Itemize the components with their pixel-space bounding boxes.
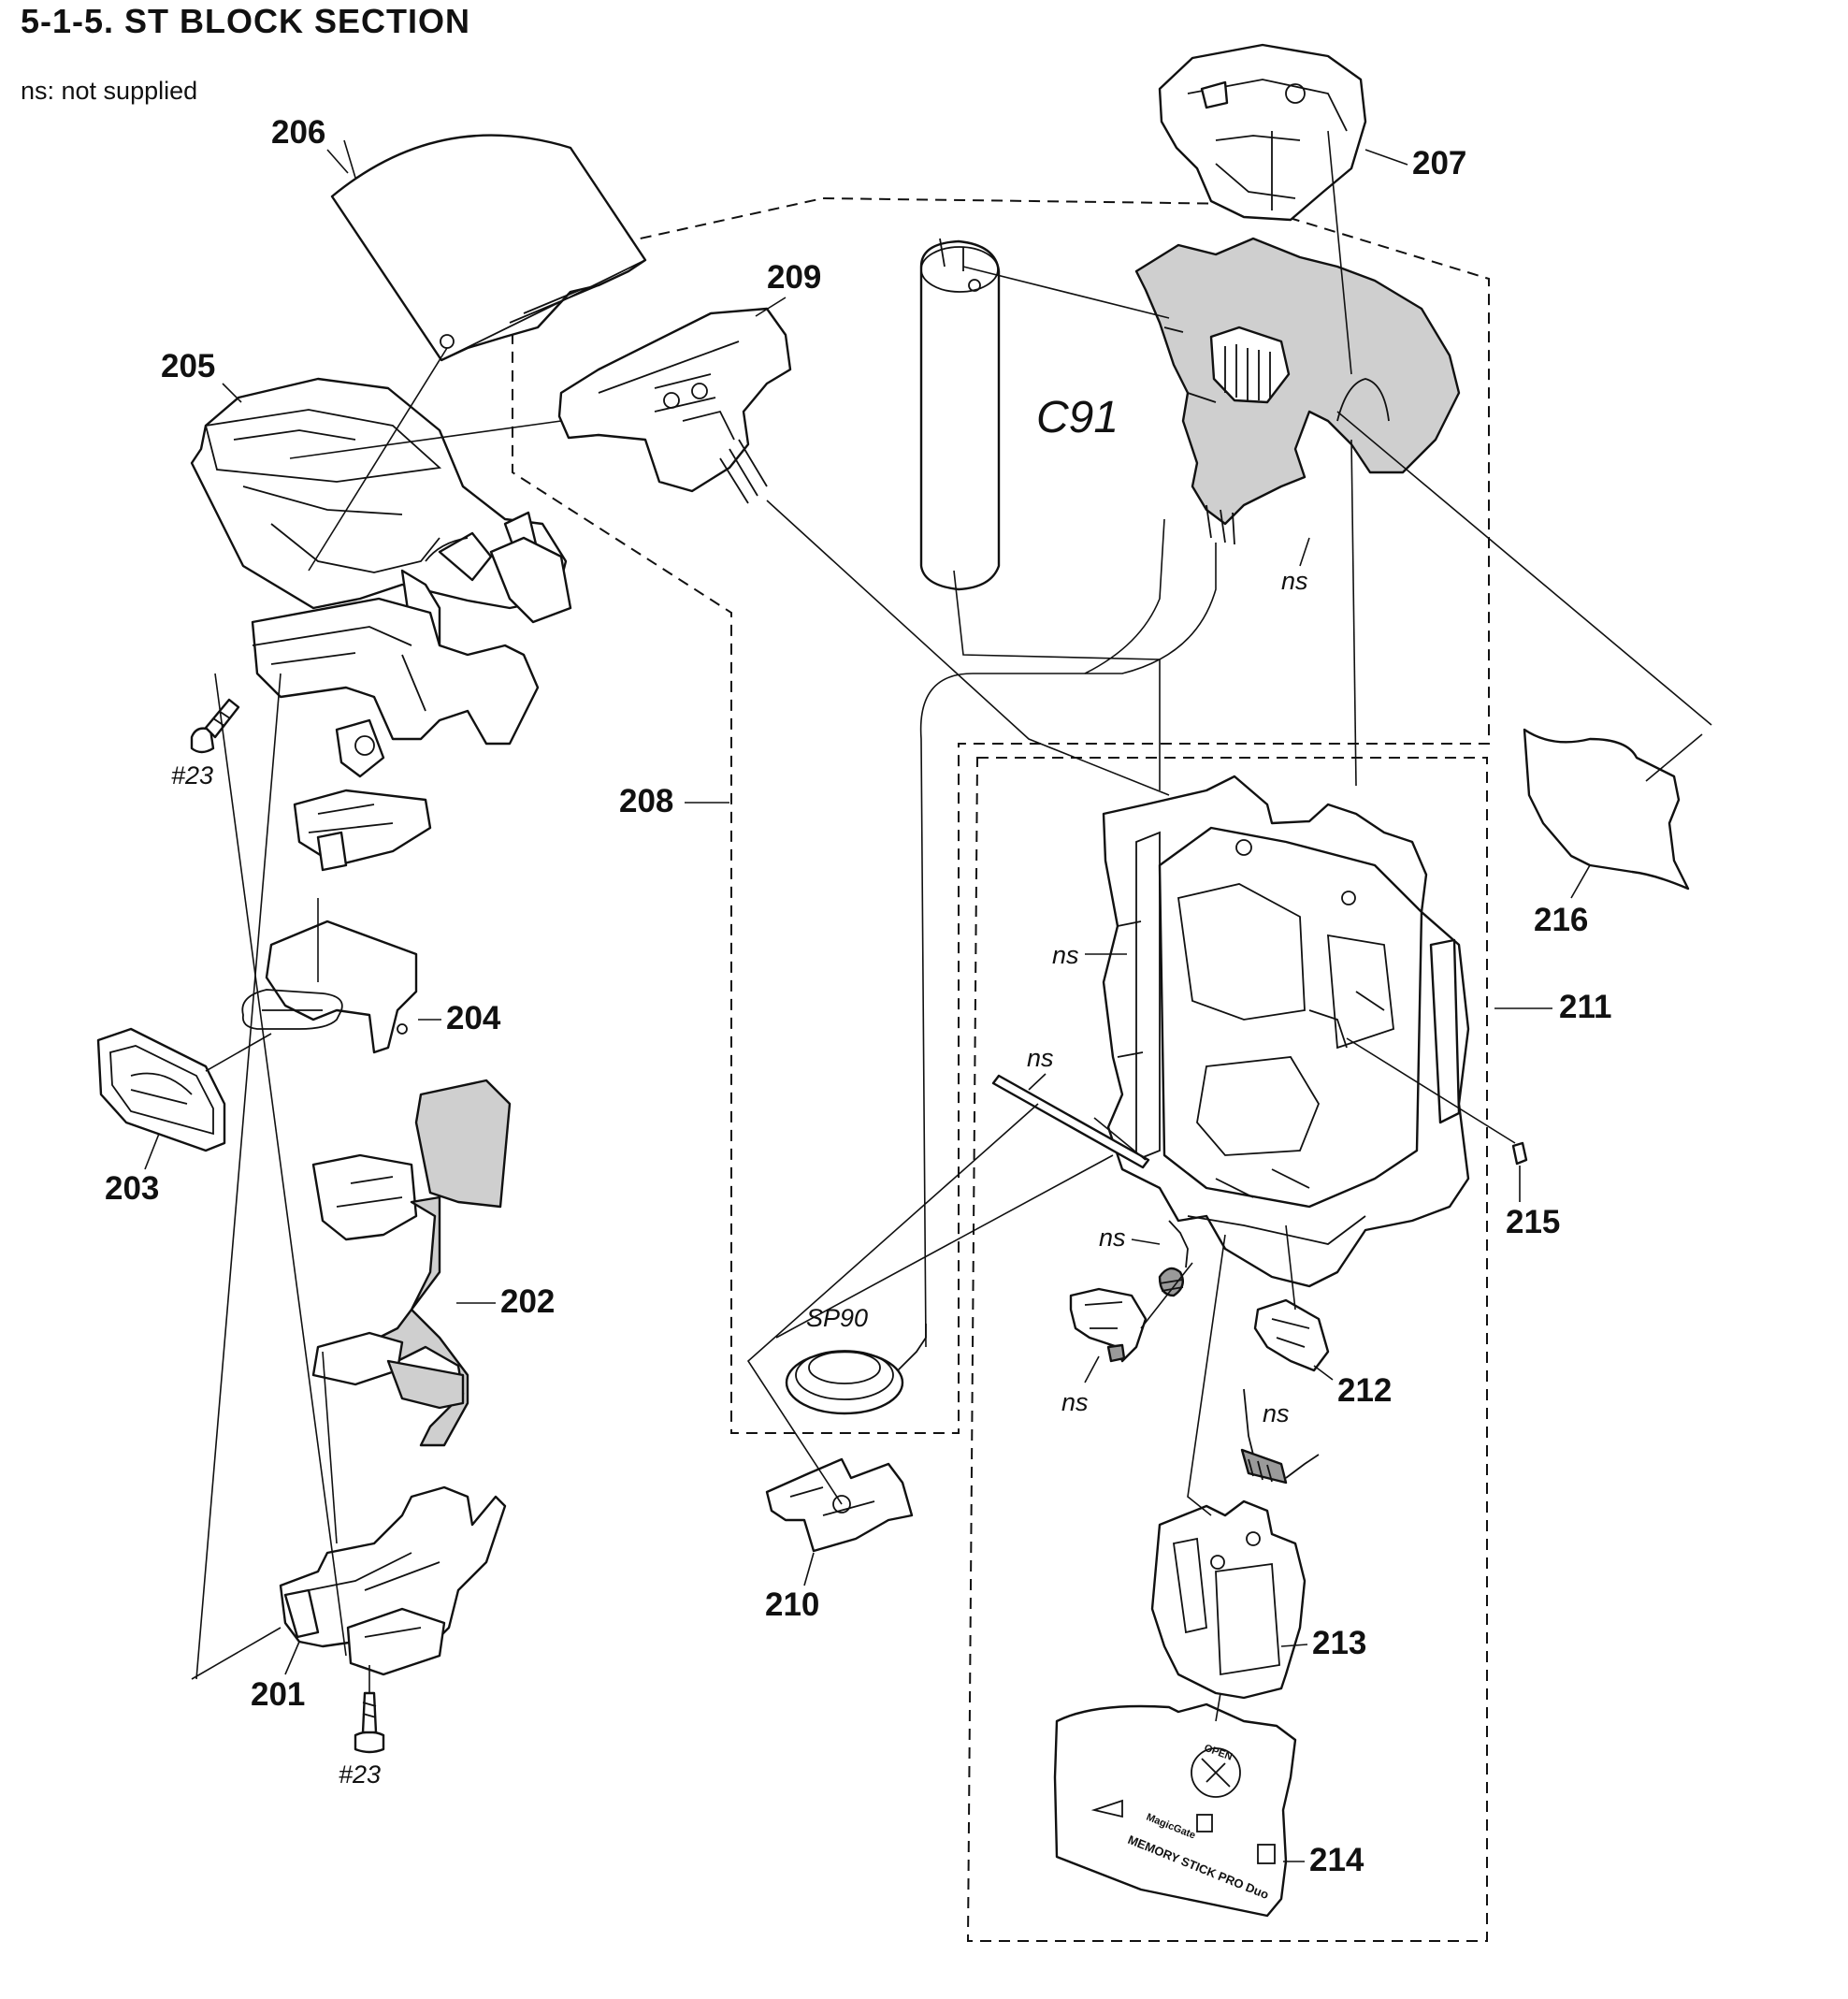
label-215: 215 <box>1506 1204 1560 1240</box>
part-214-slot-lid: OPEN MagicGate MEMORY STICK PRO Duo <box>1053 1702 1297 1918</box>
part-213-card-slot <box>1150 1499 1307 1700</box>
capacitor-label: C91 <box>1036 393 1119 442</box>
part-205-lower-frame <box>251 597 540 872</box>
part-210-bracket <box>765 1457 914 1553</box>
screw-label-upper: #23 <box>171 761 213 789</box>
label-205: 205 <box>161 348 215 384</box>
part-shaft-ns <box>991 1074 1150 1169</box>
part-216-sheet <box>1523 728 1690 891</box>
ns-label-board: ns <box>1281 567 1308 595</box>
label-212: 212 <box>1337 1372 1392 1409</box>
label-214: 214 <box>1309 1842 1364 1878</box>
label-208: 208 <box>619 783 673 819</box>
screw-23-lower <box>354 1691 385 1754</box>
label-201: 201 <box>251 1676 305 1713</box>
part-201-finder-frame <box>279 1485 507 1676</box>
part-sp90-speaker <box>785 1324 927 1415</box>
group-208-outline <box>512 196 1490 1434</box>
label-207: 207 <box>1412 145 1466 181</box>
label-209: 209 <box>767 259 821 296</box>
part-215-pin <box>1511 1141 1528 1166</box>
label-210: 210 <box>765 1586 819 1623</box>
part-spring-ns-lower <box>1240 1388 1320 1485</box>
part-labels: 206 205 209 207 208 204 203 202 201 210 … <box>105 114 1611 1878</box>
ns-label-spring-lower: ns <box>1263 1399 1290 1427</box>
legend-note: ns: not supplied <box>21 77 198 105</box>
part-main-board-ns <box>1134 237 1461 545</box>
label-211: 211 <box>1559 989 1611 1025</box>
part-c91-capacitor <box>919 238 1001 591</box>
label-206: 206 <box>271 114 325 151</box>
part-spring-ns-upper <box>1158 1220 1189 1297</box>
screw-23-upper <box>190 698 240 754</box>
speaker-label: SP90 <box>806 1304 868 1332</box>
misc-labels: ns ns ns ns ns ns #23 #23 C91 SP90 <box>171 393 1310 1789</box>
section-title: 5-1-5. ST BLOCK SECTION <box>21 2 471 40</box>
ns-label-chassis: ns <box>1052 941 1079 969</box>
part-206-top-cover <box>330 134 647 362</box>
label-213: 213 <box>1312 1625 1366 1661</box>
label-202: 202 <box>500 1283 555 1320</box>
ns-label-lever: ns <box>1061 1388 1089 1416</box>
label-203: 203 <box>105 1170 159 1207</box>
part-lever-ns <box>1069 1287 1148 1363</box>
group-211-outline <box>966 757 1488 1942</box>
part-207-finder-unit <box>1158 43 1367 222</box>
screw-label-lower: #23 <box>339 1760 381 1789</box>
label-204: 204 <box>446 1000 501 1036</box>
connection-lines <box>191 130 1712 1722</box>
part-203-eyecup <box>96 1027 226 1152</box>
part-202-flex-board <box>311 1079 512 1447</box>
part-212-holder <box>1253 1298 1330 1372</box>
part-205-finder-housing <box>190 377 572 652</box>
part-211-chassis <box>1102 775 1470 1288</box>
label-216: 216 <box>1534 902 1588 938</box>
part-204-bracket <box>241 920 418 1054</box>
ns-label-shaft: ns <box>1027 1044 1054 1072</box>
part-209-connector <box>557 307 792 504</box>
ns-label-spring-upper: ns <box>1099 1224 1126 1252</box>
